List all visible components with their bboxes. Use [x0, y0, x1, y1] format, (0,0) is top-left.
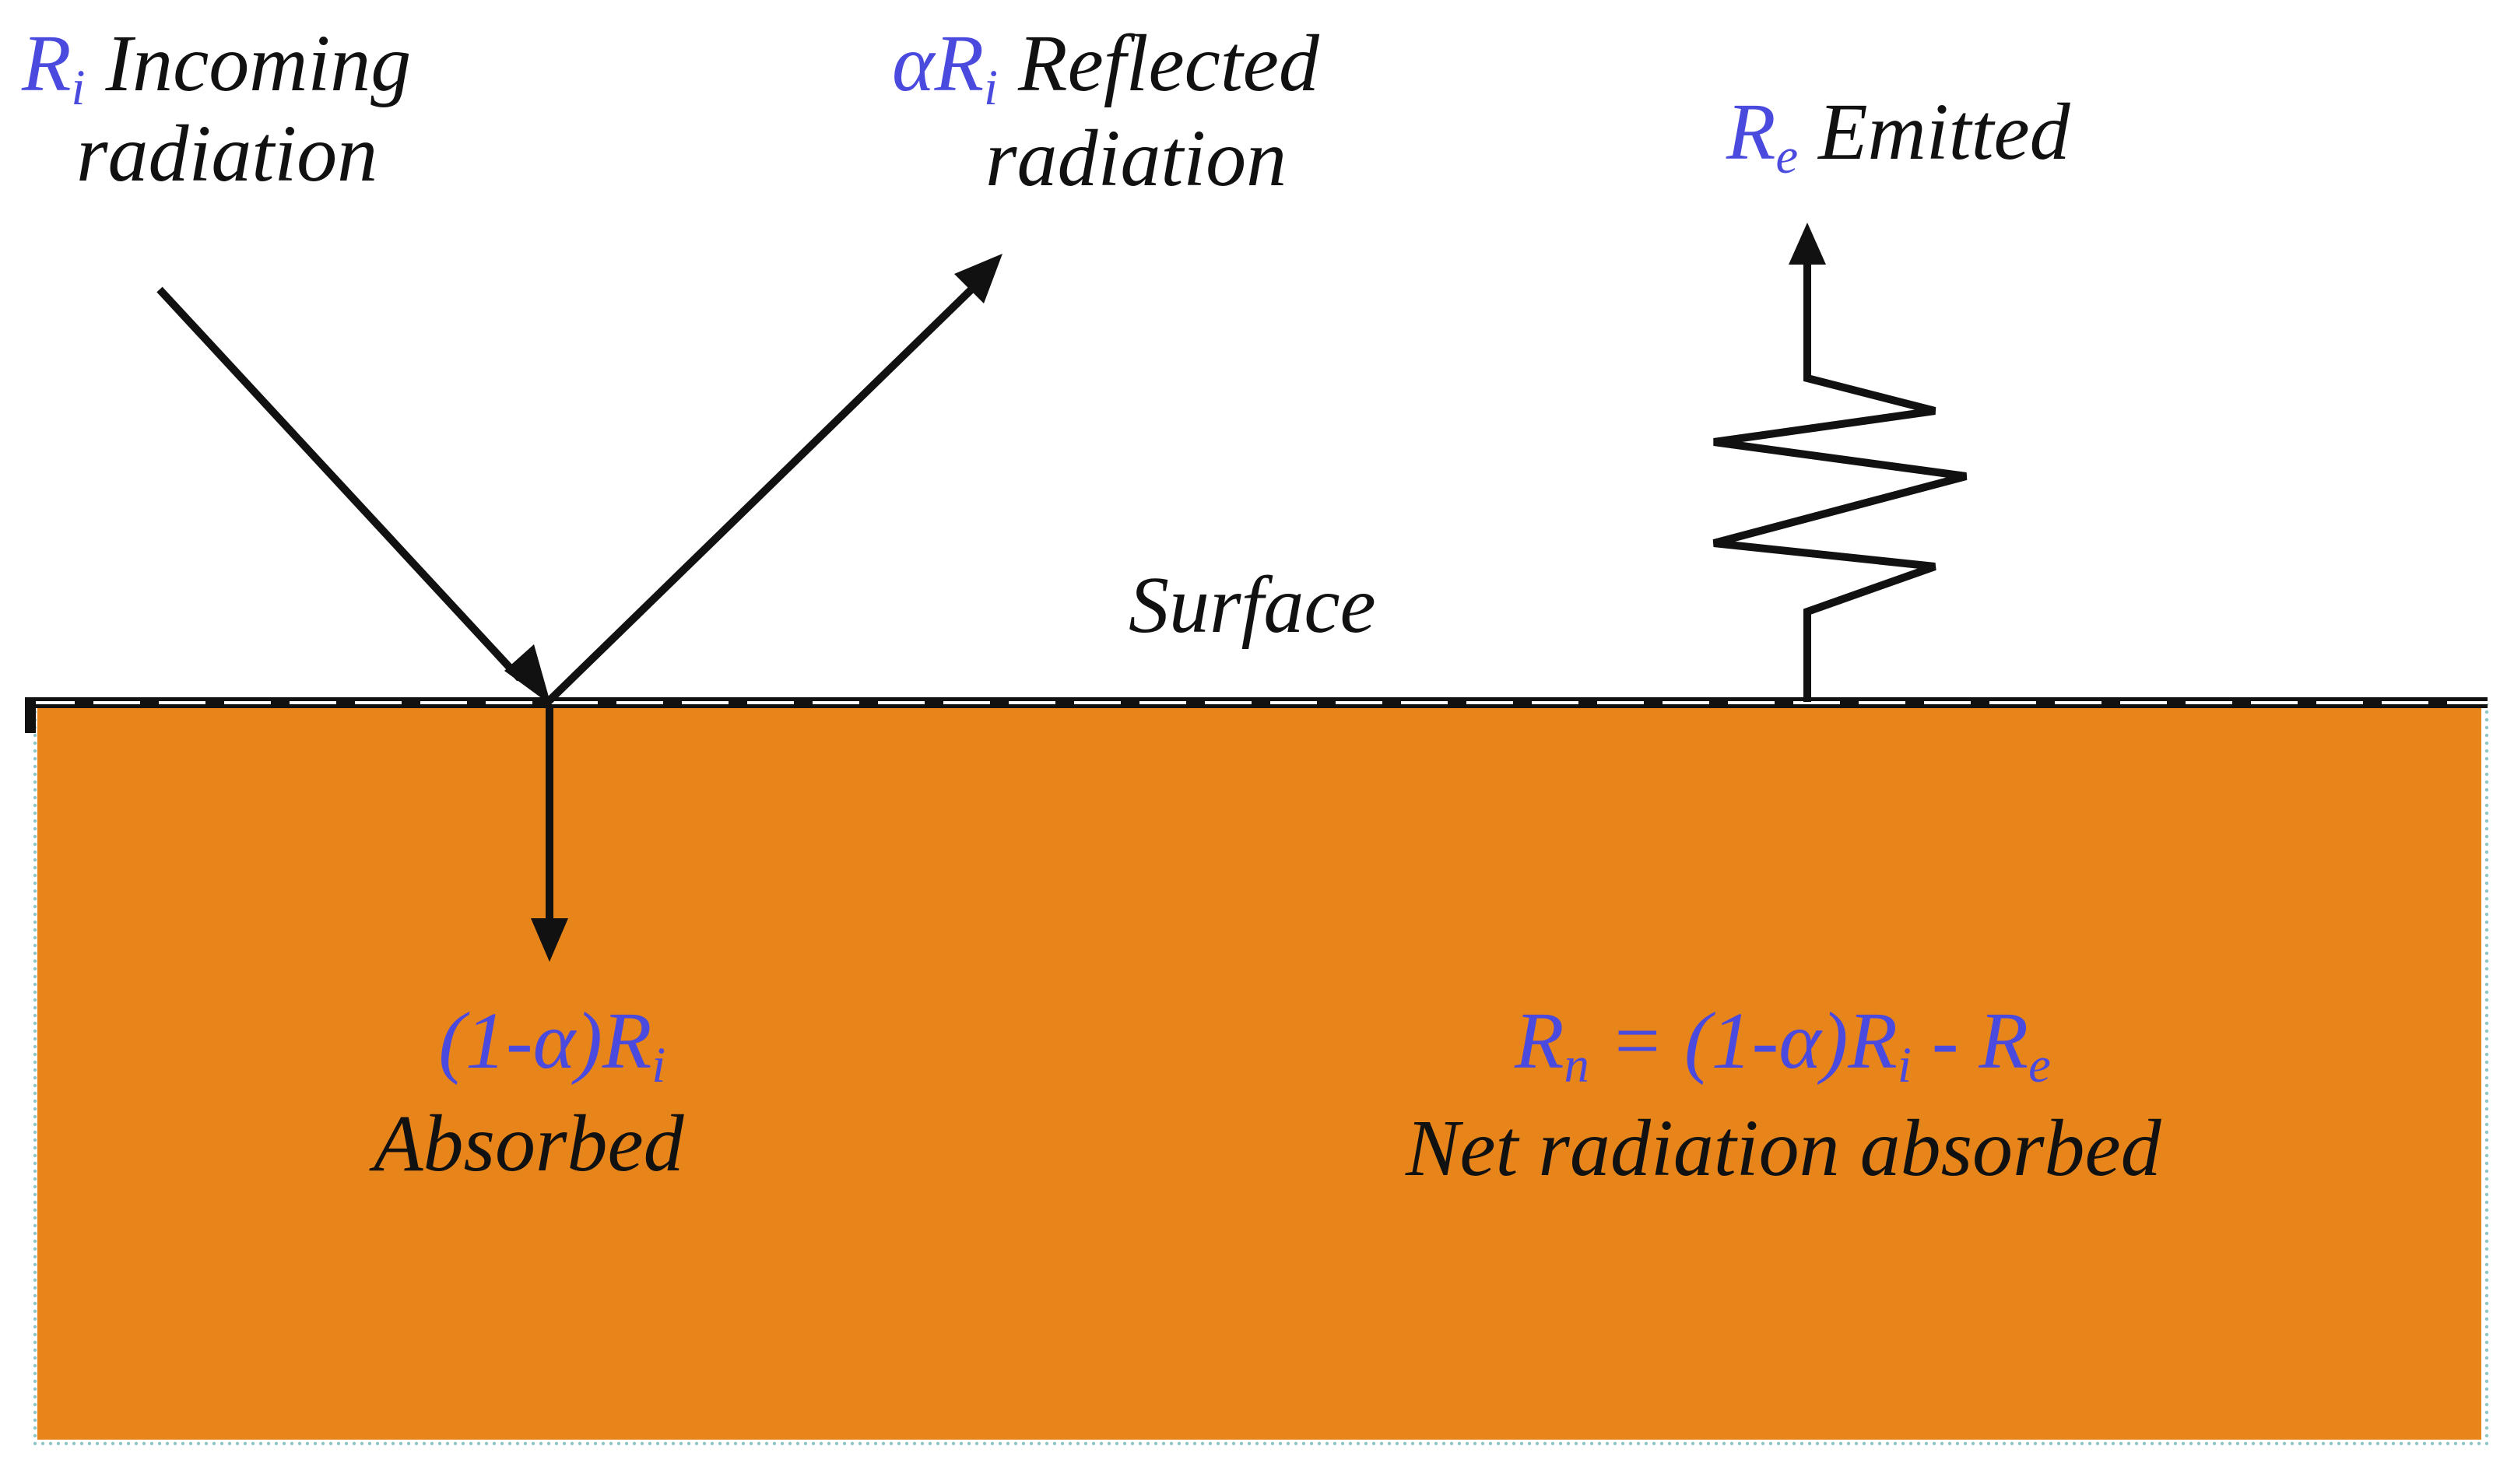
incoming-word: Incoming	[105, 19, 412, 108]
reflected-arrowhead	[954, 254, 1002, 303]
reflected-line2: radiation	[985, 114, 1287, 203]
net-word: Net radiation absorbed	[1406, 1103, 2161, 1193]
emitted-word: Emitted	[1818, 87, 2070, 177]
surface-label: Surface	[1129, 560, 1376, 650]
emitted-wave	[1712, 251, 1968, 702]
net-subscript-i: i	[1897, 1037, 1912, 1093]
incoming-line2: radiation	[76, 109, 378, 198]
incoming-arrowhead	[504, 644, 551, 705]
absorbed-word: Absorbed	[374, 1099, 684, 1188]
reflected-word: Reflected	[1018, 19, 1319, 108]
surface-left-cap	[25, 697, 36, 733]
reflected-symbol: αR	[892, 19, 985, 108]
net-label: Rn = (1-α)Ri - Re Net radiation absorbed	[1406, 1001, 2161, 1189]
absorbed-label: (1-α)Ri Absorbed	[374, 1001, 684, 1184]
absorbed-symbol: (1-α)R	[438, 996, 652, 1086]
incoming-symbol: R	[22, 19, 72, 108]
net-subscript-e: e	[2028, 1037, 2051, 1093]
incoming-ray	[156, 286, 523, 682]
ground-block	[37, 705, 2481, 1440]
incoming-subscript: i	[71, 60, 86, 116]
emitted-subscript: e	[1775, 128, 1799, 184]
net-subscript-n: n	[1564, 1037, 1589, 1093]
absorbed-subscript: i	[651, 1037, 666, 1093]
emitted-label: Re Emitted	[1726, 92, 2070, 181]
net-formula-mid: = (1-α)R	[1589, 996, 1898, 1086]
absorbed-arrowhead	[531, 918, 568, 962]
reflected-ray	[545, 286, 974, 705]
net-formula-tail: - R	[1911, 996, 2029, 1086]
emitted-symbol: R	[1726, 87, 1776, 177]
emitted-arrowhead	[1789, 223, 1826, 265]
reflected-subscript: i	[984, 60, 999, 116]
incoming-label: Ri Incoming radiation	[22, 23, 411, 195]
reflected-label: αRi Reflected radiation	[892, 23, 1319, 199]
net-symbol-rn: R	[1515, 996, 1564, 1086]
